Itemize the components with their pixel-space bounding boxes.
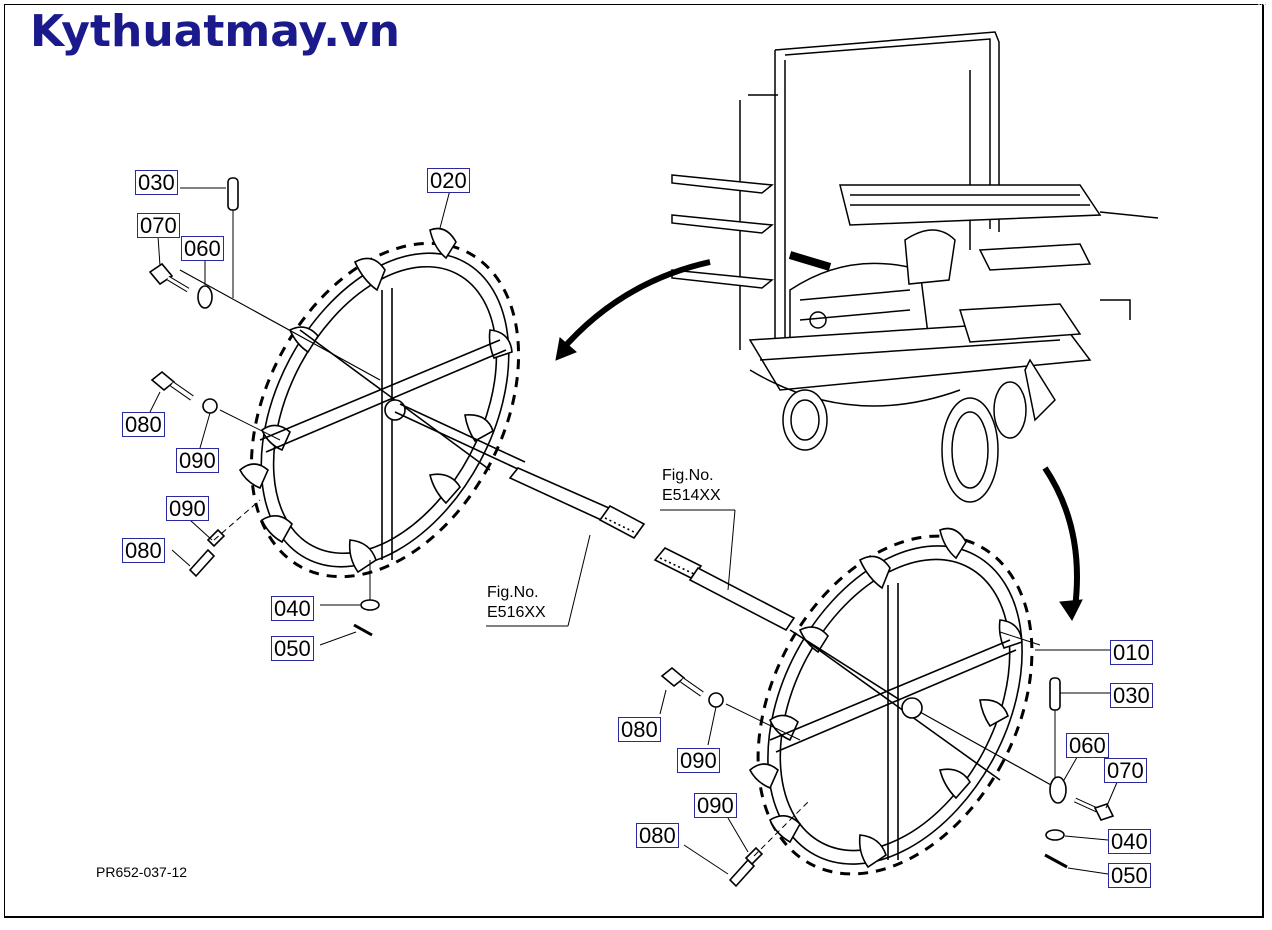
- part-label-040-right: 040: [1108, 829, 1151, 854]
- part-label-060-right: 060: [1066, 733, 1109, 758]
- figure-ref-left-line1: Fig.No.: [487, 584, 539, 601]
- window-edge-mark: [1258, 4, 1266, 7]
- part-label-060-left: 060: [181, 236, 224, 261]
- part-label-090-left-upper: 090: [176, 448, 219, 473]
- part-label-040-left: 040: [271, 596, 314, 621]
- rice-transplanter-illustration: [671, 31, 1159, 503]
- part-label-050-right: 050: [1108, 863, 1151, 888]
- part-label-030-right: 030: [1110, 683, 1153, 708]
- part-label-090-right-upper: 090: [677, 748, 720, 773]
- site-watermark: Kythuatmay.vn: [30, 6, 400, 57]
- figure-ref-right-line1: Fig.No.: [662, 467, 714, 484]
- part-label-080-right-upper: 080: [618, 717, 661, 742]
- drawing-code: PR652-037-12: [96, 864, 188, 880]
- left-wheel: [148, 177, 646, 646]
- figure-ref-right-line2: E514XX: [662, 487, 721, 504]
- part-label-080-right-lower: 080: [636, 823, 679, 848]
- right-wheel: [653, 509, 1119, 888]
- part-label-070-right: 070: [1104, 758, 1147, 783]
- part-label-080-left-upper: 080: [122, 412, 165, 437]
- drawing-frame: [4, 4, 1264, 918]
- curved-arrows: [555, 259, 1083, 621]
- figure-ref-left-line2: E516XX: [487, 604, 546, 621]
- part-label-090-left-lower: 090: [166, 496, 209, 521]
- part-label-050-left: 050: [271, 636, 314, 661]
- figure-ref-left: Fig.No. E516XX: [487, 583, 546, 623]
- part-label-010: 010: [1110, 640, 1153, 665]
- part-label-070-left: 070: [137, 213, 180, 238]
- part-label-020: 020: [427, 168, 470, 193]
- part-label-030-left: 030: [135, 170, 178, 195]
- figure-ref-right: Fig.No. E514XX: [662, 466, 721, 506]
- part-label-080-left-lower: 080: [122, 538, 165, 563]
- part-label-090-right-lower: 090: [694, 793, 737, 818]
